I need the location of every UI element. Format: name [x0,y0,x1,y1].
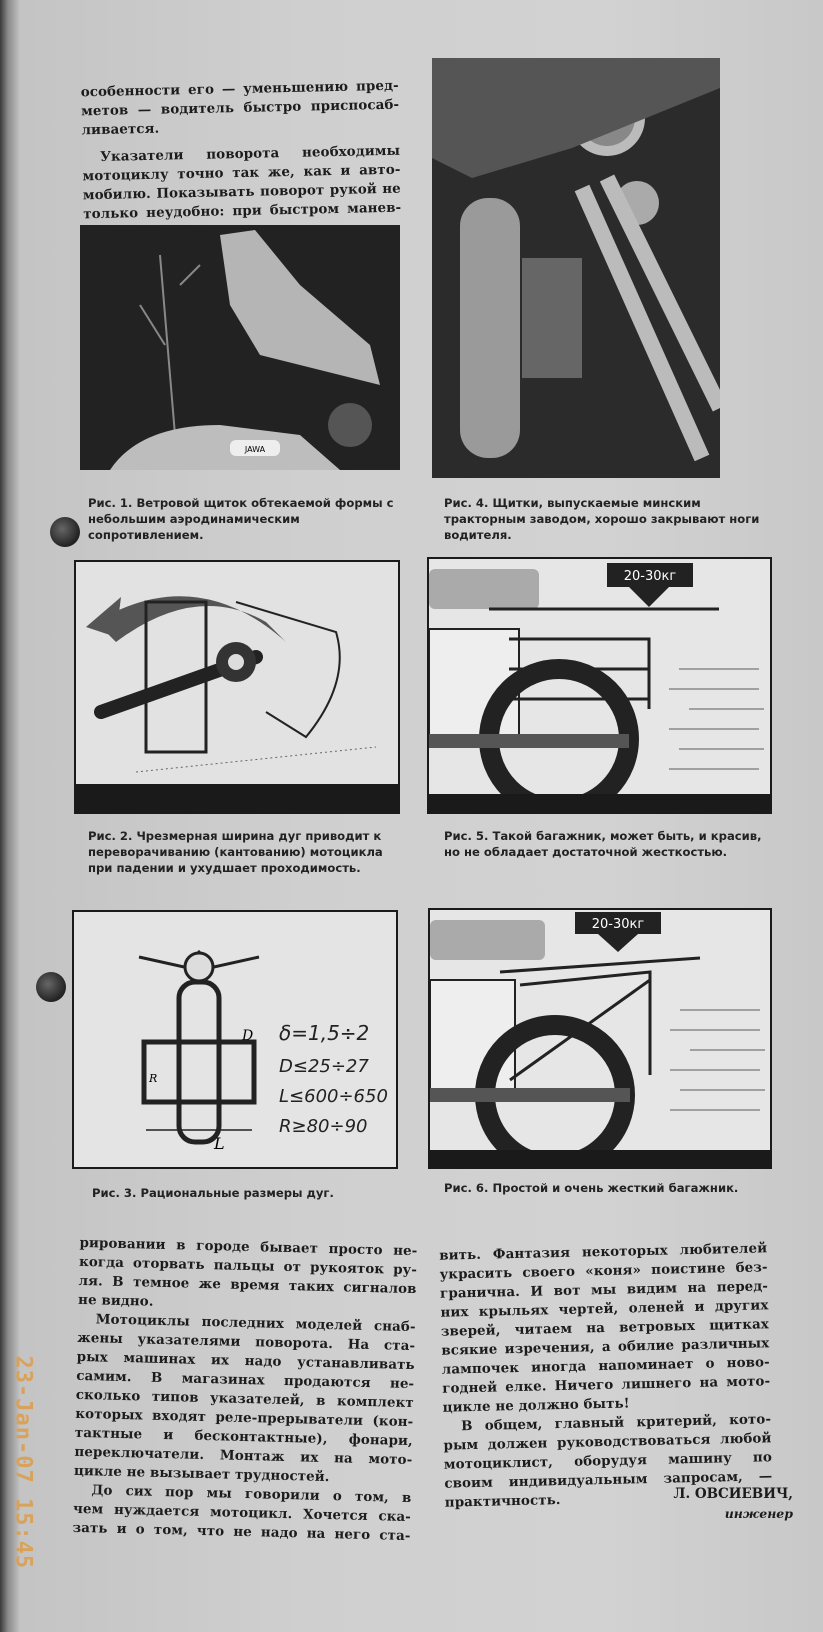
figure-2-caption: Рис. 2. Чрезмерная ширина дуг приводит к… [88,829,383,875]
load-label: 20-30кг [592,917,645,932]
figure-6-drawing: 20-30кг [428,908,772,1169]
figure-4-photo [432,58,720,478]
figure-5-drawing: 20-30кг [427,557,772,814]
figure-2-drawing [74,560,400,814]
dimension-r: R [148,1072,157,1085]
formula-delta: δ=1,5÷2 [279,1021,369,1045]
intro-text: особенности его — уменьшению пред- метов… [81,77,402,225]
author-title: инженер [724,1506,793,1521]
body-text-right: вить. Фантазия некоторых любителей украс… [439,1239,773,1512]
figure-3-drawing: L D R δ=1,5÷2 D≤25÷27 L≤600÷650 R≥80÷90 [72,910,398,1169]
figure-5-caption: Рис. 5. Такой багажник, может быть, и кр… [444,829,762,859]
badge-text: JAWA [244,445,266,454]
dimension-l: L [213,1134,225,1153]
formula-r: R≥80÷90 [279,1116,367,1137]
author-name: Л. ОВСИЕВИЧ, [673,1486,794,1502]
photo-timestamp: 23-Jan-07 15:45 [10,1355,36,1570]
binding-hole [50,517,80,547]
figure-3-caption: Рис. 3. Рациональные размеры дуг. [92,1186,334,1200]
formula-l: L≤600÷650 [279,1086,388,1107]
body-text-left: рировании в городе бывает просто не- ког… [72,1234,417,1546]
binding-hole [36,972,66,1002]
section-heading: Указатели поворота [99,145,280,165]
dimension-d: D [241,1028,253,1044]
formula-d: D≤25÷27 [279,1056,369,1077]
load-label: 20-30кг [624,569,677,584]
figure-1-caption: Рис. 1. Ветровой щиток обтекаемой формы … [88,496,394,542]
figure-1-photo: JAWA [80,225,400,470]
figure-6-caption: Рис. 6. Простой и очень жесткий багажник… [444,1181,739,1195]
figure-4-caption: Рис. 4. Щитки, выпускаемые минским тракт… [444,496,760,542]
